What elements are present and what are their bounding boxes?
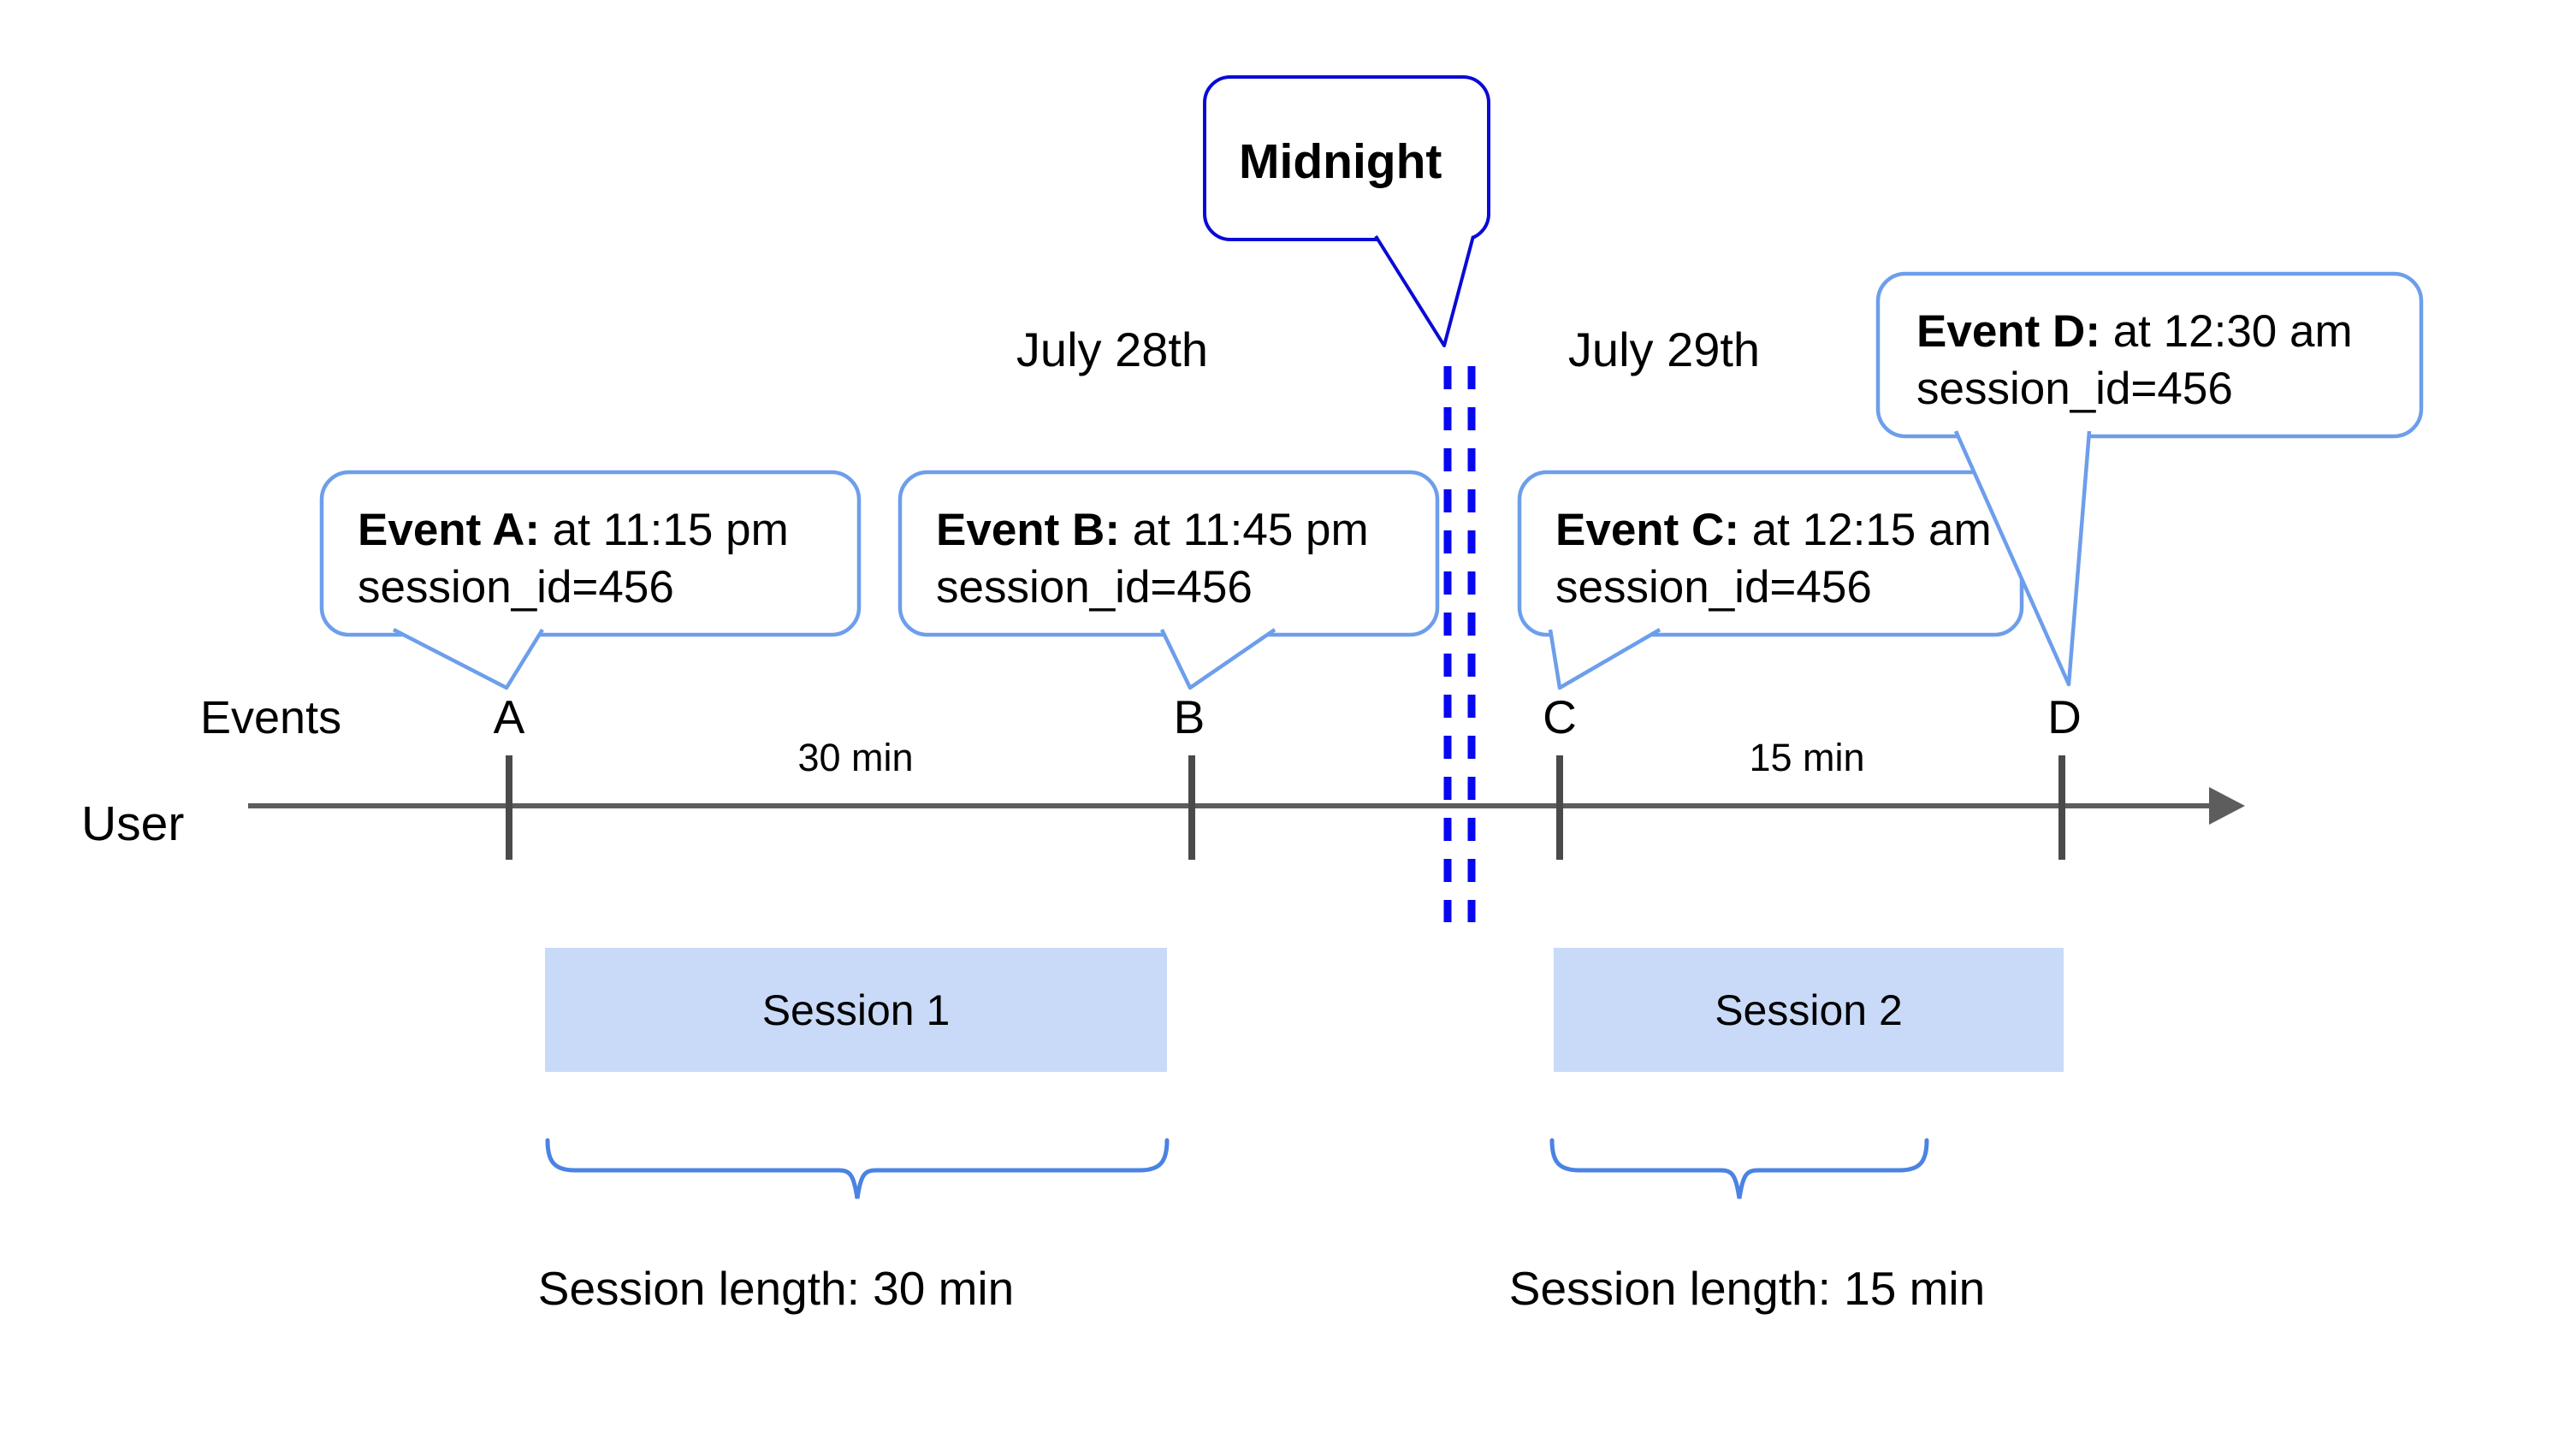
event-b-callout-text: Event B: at 11:45 pm session_id=456 (936, 501, 1369, 616)
event-b-callout-session-id: session_id=456 (936, 562, 1253, 613)
interval-label-ab: 30 min (797, 736, 914, 779)
event-c-callout-time: at 12:15 am (1739, 505, 1992, 555)
event-a-callout-title: Event A: (358, 505, 541, 555)
event-a-callout-line1: Event A: at 11:15 pm (358, 501, 789, 559)
event-c-callout-session-id: session_id=456 (1555, 562, 1872, 613)
event-b-callout-tail (1159, 628, 1276, 690)
session-1-brace (545, 1138, 1170, 1199)
event-a-callout-bubble (319, 470, 862, 637)
session-1-box: Session 1 (545, 948, 1167, 1072)
event-b-callout-line1: Event B: at 11:45 pm (936, 501, 1369, 559)
event-d-callout-title: Event D: (1916, 306, 2100, 357)
user-axis-label: User (81, 796, 185, 851)
session-2-label: Session 2 (1715, 985, 1903, 1034)
event-b-callout-title: Event B: (936, 505, 1120, 555)
event-c-callout-line1: Event C: at 12:15 am (1555, 501, 1992, 559)
tick-label-a: A (493, 690, 525, 743)
date-label-july-29: July 29th (1567, 323, 1761, 376)
event-a-callout-tail (392, 627, 544, 690)
event-a-callout-session-id: session_id=456 (358, 562, 674, 613)
session-2-brace (1549, 1138, 1929, 1199)
midnight-callout-tail (1374, 234, 1475, 347)
event-b-callout-time: at 11:45 pm (1119, 505, 1369, 555)
session-1-length-label: Session length: 30 min (537, 1262, 1015, 1315)
interval-label-cd: 15 min (1749, 736, 1865, 779)
date-label-july-28: July 28th (1016, 323, 1209, 376)
event-c-callout-text: Event C: at 12:15 am session_id=456 (1555, 501, 1992, 616)
tick-label-d: D (2047, 690, 2082, 743)
events-axis-label: Events (200, 692, 342, 743)
event-d-callout-line1: Event D: at 12:30 am (1916, 303, 2353, 360)
event-a-callout-text: Event A: at 11:15 pm session_id=456 (358, 501, 789, 616)
session-2-box: Session 2 (1554, 948, 2064, 1072)
session-2-length-label: Session length: 15 min (1508, 1262, 1986, 1315)
timeline-arrowhead-icon (2209, 787, 2245, 825)
midnight-callout-bubble (1203, 75, 1490, 241)
event-c-callout-title: Event C: (1555, 505, 1739, 555)
event-c-callout-tail (1548, 628, 1662, 690)
tick-label-b: B (1173, 690, 1205, 743)
tick-label-c: C (1543, 690, 1577, 743)
event-d-callout-bubble (1875, 271, 2424, 439)
event-d-callout-text: Event D: at 12:30 am session_id=456 (1916, 303, 2353, 417)
session-1-label: Session 1 (761, 985, 951, 1034)
midnight-label: Midnight (1239, 134, 1442, 189)
event-d-callout-time: at 12:30 am (2100, 306, 2353, 357)
event-a-callout-time: at 11:15 pm (540, 505, 789, 555)
event-d-callout-session-id: session_id=456 (1916, 364, 2233, 414)
event-d-callout-tail (1953, 430, 2092, 687)
